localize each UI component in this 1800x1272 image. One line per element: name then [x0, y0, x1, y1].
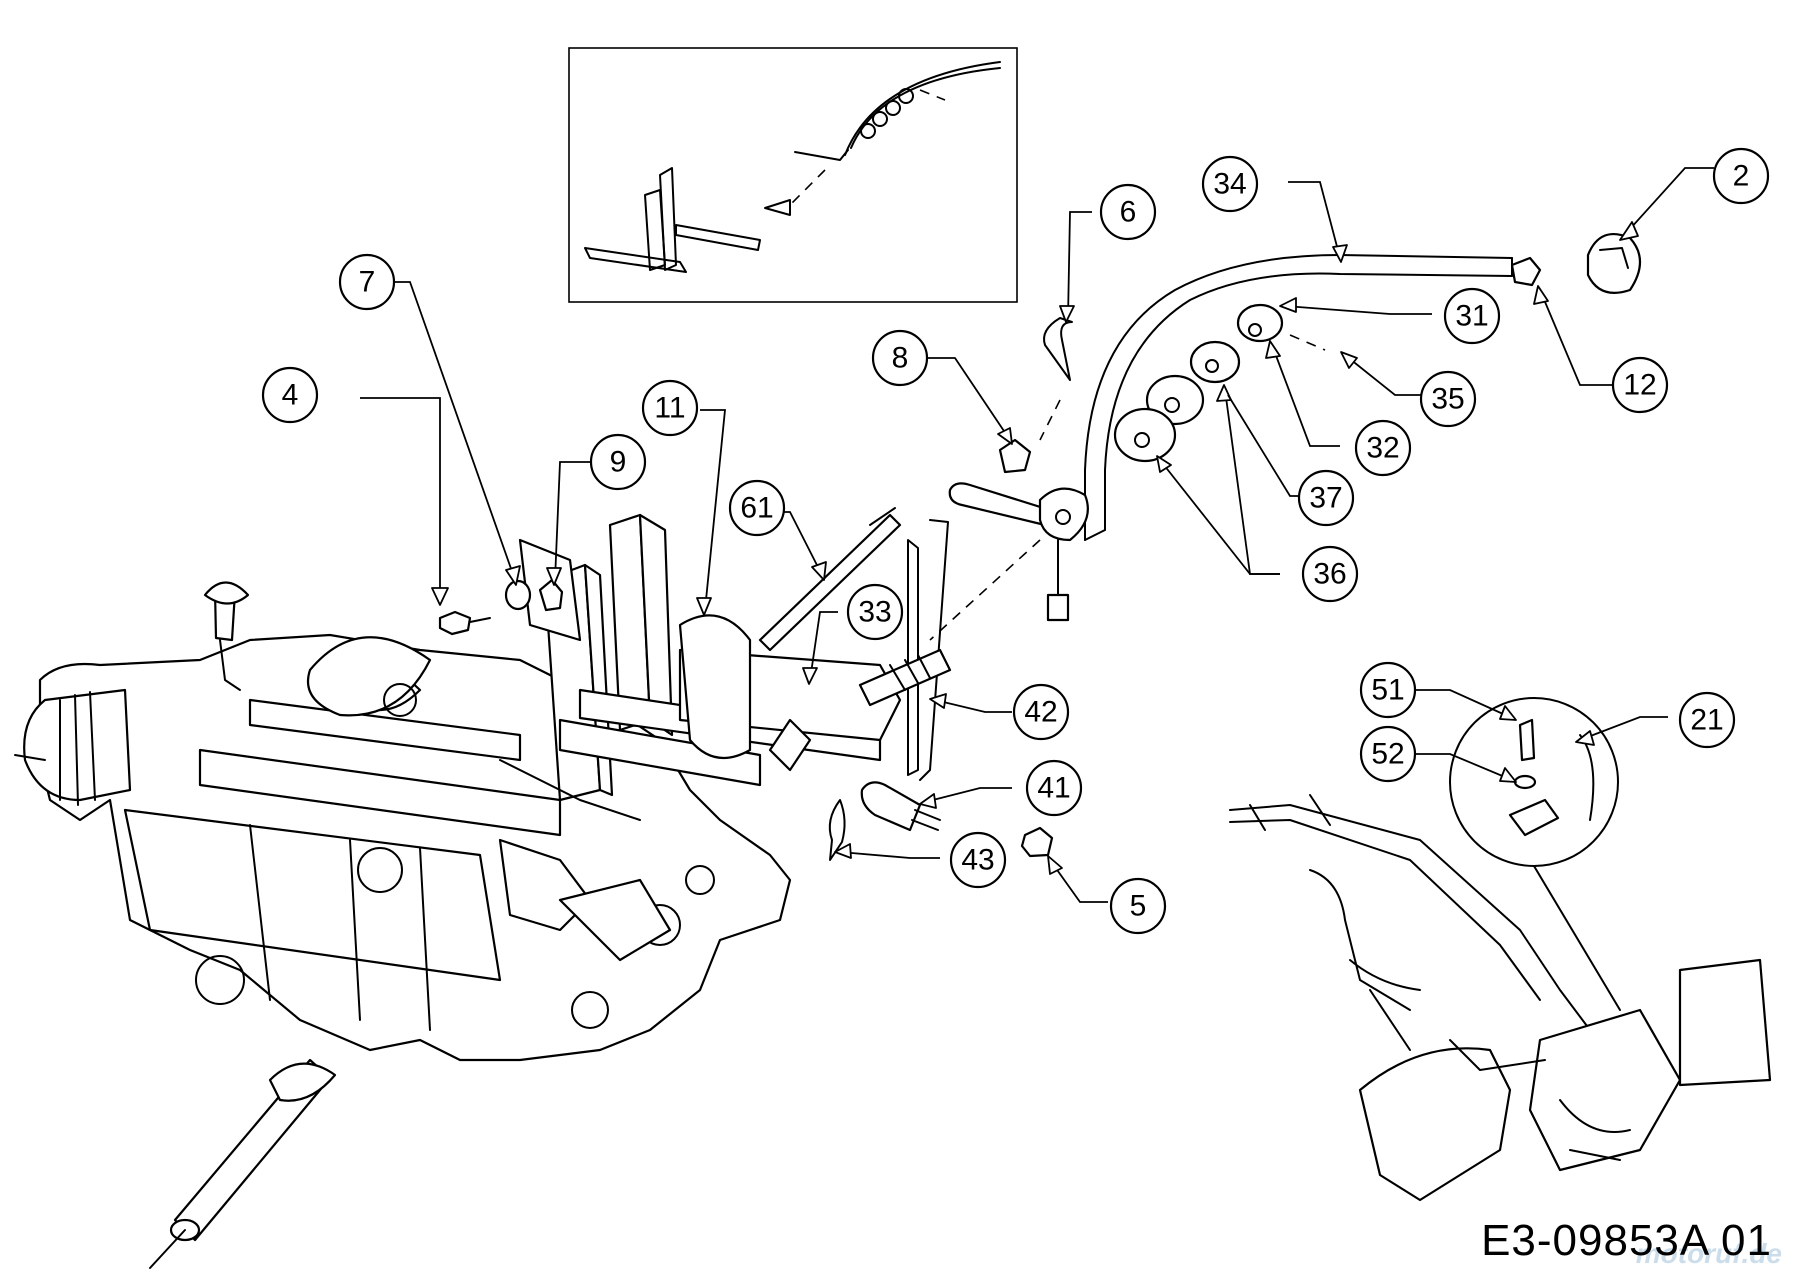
callout-label: 21	[1690, 704, 1723, 737]
callout-label: 32	[1366, 432, 1399, 465]
callout-21: 21	[1678, 691, 1736, 749]
callout-9: 9	[589, 433, 647, 491]
inset-detail	[568, 47, 1018, 303]
linkage-parts	[438, 317, 1089, 861]
callout-label: 9	[610, 446, 627, 479]
callout-35: 35	[1419, 370, 1477, 428]
callout-label: 11	[654, 392, 685, 425]
callout-4: 4	[261, 366, 319, 424]
callout-label: 35	[1431, 383, 1464, 416]
shift-lever-rod	[1084, 233, 1642, 541]
callout-7: 7	[338, 253, 396, 311]
callout-41: 41	[1025, 759, 1083, 817]
callout-32: 32	[1354, 419, 1412, 477]
callout-37: 37	[1297, 469, 1355, 527]
callout-label: 2	[1733, 160, 1750, 193]
callout-label: 52	[1371, 738, 1404, 771]
callout-label: 5	[1130, 890, 1147, 923]
callout-label: 61	[740, 492, 773, 525]
callout-label: 6	[1120, 196, 1137, 229]
callout-52: 52	[1359, 725, 1417, 783]
callout-8: 8	[871, 329, 929, 387]
callout-43: 43	[949, 831, 1007, 889]
tiller-overview	[1229, 697, 1772, 1202]
callout-11: 11	[641, 379, 699, 437]
callout-31: 31	[1443, 287, 1501, 345]
callout-label: 12	[1623, 369, 1656, 402]
callout-label: 8	[892, 342, 909, 375]
callout-label: 7	[359, 266, 376, 299]
callout-label: 43	[961, 844, 994, 877]
callout-5: 5	[1109, 877, 1167, 935]
callout-33: 33	[846, 583, 904, 641]
callout-label: 34	[1213, 168, 1246, 201]
callout-label: 36	[1313, 558, 1346, 591]
callout-51: 51	[1359, 661, 1417, 719]
callout-42: 42	[1012, 683, 1070, 741]
transmission-housing	[14, 581, 792, 1269]
callout-6: 6	[1099, 183, 1157, 241]
callout-label: 31	[1455, 300, 1488, 333]
leader-lines	[360, 167, 1714, 903]
drawing-code: E3-09853A 01	[1481, 1216, 1772, 1265]
callout-label: 42	[1024, 696, 1057, 729]
callout-61: 61	[728, 479, 786, 537]
callout-label: 4	[282, 379, 299, 412]
callout-2: 2	[1712, 147, 1770, 205]
callout-label: 33	[858, 596, 891, 629]
watermark: motoruf.de	[1635, 1238, 1782, 1269]
callout-12: 12	[1611, 356, 1669, 414]
shift-bracket	[499, 513, 902, 821]
callout-34: 34	[1201, 155, 1259, 213]
callout-label: 41	[1037, 772, 1070, 805]
callout-label: 37	[1309, 482, 1342, 515]
callout-label: 51	[1371, 674, 1404, 707]
callout-36: 36	[1301, 545, 1359, 603]
